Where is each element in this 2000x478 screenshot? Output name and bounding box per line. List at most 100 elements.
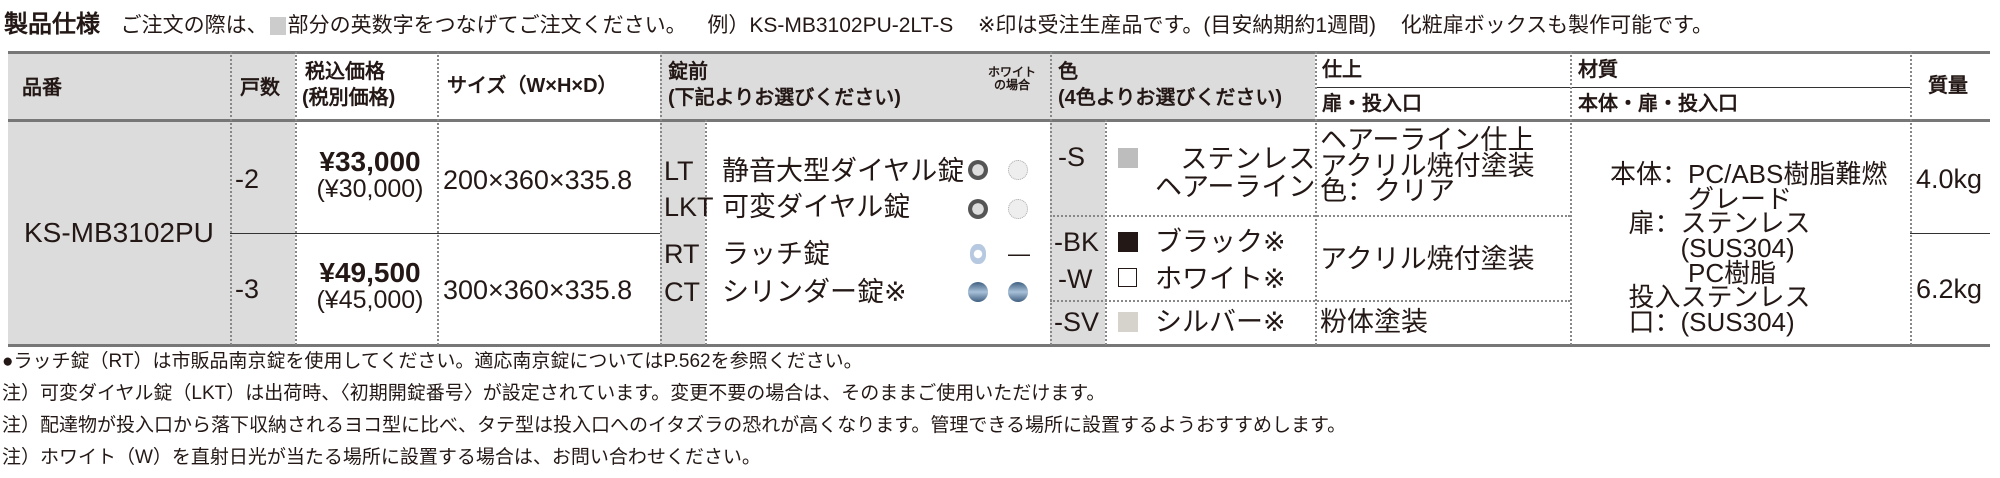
size: 200×360×335.8	[443, 165, 633, 195]
col-line	[295, 52, 297, 345]
header-white-2: の場合	[994, 77, 1031, 92]
header-hinban: 品番	[22, 77, 62, 99]
swatch-white	[1118, 268, 1137, 287]
material-label: 本体：	[1609, 159, 1688, 189]
intro-note: ※印は受注生産品です。(目安納期約1週間)	[977, 14, 1377, 37]
col-line	[660, 52, 662, 345]
model-number: KS-MB3102PU	[24, 217, 214, 248]
material-label: 扉：	[1628, 208, 1681, 239]
header-size: サイズ（W×H×D）	[447, 75, 618, 97]
row-divider	[230, 233, 660, 234]
material-value: ステンレス(SUS304)	[1680, 282, 1811, 338]
swatch-silver	[1118, 312, 1138, 332]
color-divider	[1050, 215, 1570, 217]
price-cell: ¥33,000(¥30,000)	[305, 147, 435, 203]
price: ¥33,000	[319, 146, 421, 177]
color-name-1: ステンレス	[1180, 144, 1316, 174]
header-material-sub: 本体・扉・投入口	[1578, 93, 1738, 115]
price-ex: (¥30,000)	[316, 175, 424, 204]
color-name: ホワイト※	[1155, 264, 1286, 294]
color-name-2: ヘアーライン	[1155, 172, 1316, 203]
color-code: -BK	[1054, 227, 1100, 257]
material-value: PC/ABS樹脂難燃	[1688, 159, 1888, 189]
col-line	[437, 52, 439, 345]
lock-code: LKT	[664, 192, 714, 222]
lock-name: 静音大型ダイヤル錠	[722, 156, 965, 186]
finish-s: ヘアーライン仕上アクリル焼付塗装色：クリア	[1320, 125, 1535, 207]
color-name: シルバー※	[1155, 307, 1286, 337]
price-cell: ¥49,500(¥45,000)	[305, 258, 435, 314]
swatch-stainless	[1118, 148, 1138, 168]
header-color-sub: (4色よりお選びください)	[1058, 87, 1283, 109]
material-label: 投入口：	[1628, 282, 1681, 338]
dial-lock-white-icon	[1008, 160, 1028, 180]
intro-example: 例）KS-MB3102PU-2LT-S	[707, 14, 954, 37]
lock-name: シリンダー錠※	[722, 277, 907, 307]
table-bottom	[8, 344, 1990, 347]
swatch-marker	[269, 16, 286, 35]
intro-note: 部分の英数字をつなげてご注文ください。	[287, 14, 687, 37]
header-sub-line	[1315, 87, 1910, 88]
lock-name: 可変ダイヤル錠	[722, 192, 911, 222]
weight: 6.2kg	[1916, 274, 1983, 304]
note: 注）可変ダイヤル錠（LKT）は出荷時、〈初期開錠番号〉が設定されています。変更不…	[2, 383, 1106, 404]
row-divider	[1910, 233, 1990, 234]
finish-sv: 粉体塗装	[1320, 307, 1428, 337]
bg-color-header	[1050, 52, 1315, 120]
size: 300×360×335.8	[443, 275, 633, 305]
header-weight: 質量	[1928, 75, 1968, 97]
header-color: 色	[1058, 61, 1078, 83]
lock-code: RT	[664, 239, 700, 269]
materials: 本体：PC/ABS樹脂難燃 グレード 扉：ステンレス(SUS304) PC樹脂 …	[1578, 159, 1908, 338]
material-value: ステンレス(SUS304)	[1680, 208, 1811, 264]
dial-lock-white-icon	[1008, 199, 1028, 219]
color-name: ステンレスヘアーライン	[1155, 145, 1315, 202]
color-name: ブラック※	[1155, 227, 1286, 257]
finish-line: アクリル焼付塗装	[1320, 150, 1535, 181]
header-white-1: ホワイト	[988, 65, 1037, 79]
page-title: 製品仕様	[4, 11, 100, 38]
col-line	[1315, 52, 1317, 345]
swatch-black	[1118, 232, 1138, 252]
color-code: -S	[1058, 142, 1085, 172]
bg-color-code	[1050, 120, 1105, 345]
note: 注）配達物が投入口から落下収納されるヨコ型に比べ、タテ型は投入口へのイタズラの恐…	[2, 415, 1347, 436]
bg-lock-code	[660, 120, 705, 345]
price-ex: (¥45,000)	[316, 286, 424, 315]
note: 注）ホワイト（W）を直射日光が当たる場所に設置する場合は、お問い合わせください。	[2, 447, 761, 468]
col-line	[1910, 52, 1912, 345]
col-line	[1105, 120, 1107, 345]
latch-lock-icon	[970, 244, 986, 264]
intro-note: ご注文の際は、	[120, 14, 268, 37]
color-divider	[1050, 300, 1570, 302]
header-finish: 仕上	[1322, 59, 1362, 81]
header-lock: 錠前	[668, 61, 708, 83]
col-line	[1570, 52, 1572, 345]
header-material: 材質	[1578, 59, 1618, 81]
note: ●ラッチ錠（RT）は市販品南京錠を使用してください。適応南京錠についてはP.56…	[2, 351, 863, 372]
header-price: 税込価格	[305, 61, 385, 83]
kosu: -2	[235, 164, 260, 194]
table-top	[8, 51, 1990, 54]
bg-hinban	[8, 52, 295, 345]
intro: 製品仕様 ご注文の際は、部分の英数字をつなげてご注文ください。 例）KS-MB3…	[4, 12, 1713, 37]
header-finish-sub: 扉・投入口	[1322, 93, 1422, 115]
kosu: -3	[235, 274, 260, 304]
material-value: PC樹脂	[1688, 257, 1777, 288]
lock-code: LT	[664, 156, 694, 186]
finish-line: 色：クリア	[1320, 176, 1455, 207]
lock-name: ラッチ錠	[722, 239, 830, 269]
header-bottom	[8, 119, 1990, 122]
lock-code: CT	[664, 277, 700, 307]
finish-line: ヘアーライン仕上	[1320, 125, 1535, 155]
color-code: -SV	[1054, 307, 1100, 337]
finish-bkw: アクリル焼付塗装	[1320, 244, 1535, 274]
price: ¥49,500	[319, 257, 421, 288]
header-kosu: 戸数	[240, 77, 280, 99]
intro-note: 化粧扉ボックスも製作可能です。	[1400, 14, 1713, 37]
white-none: —	[1008, 241, 1030, 266]
col-line	[230, 52, 232, 345]
header-white: ホワイトの場合	[988, 66, 1036, 91]
dial-lock-icon	[968, 160, 988, 180]
col-line	[1050, 52, 1052, 345]
